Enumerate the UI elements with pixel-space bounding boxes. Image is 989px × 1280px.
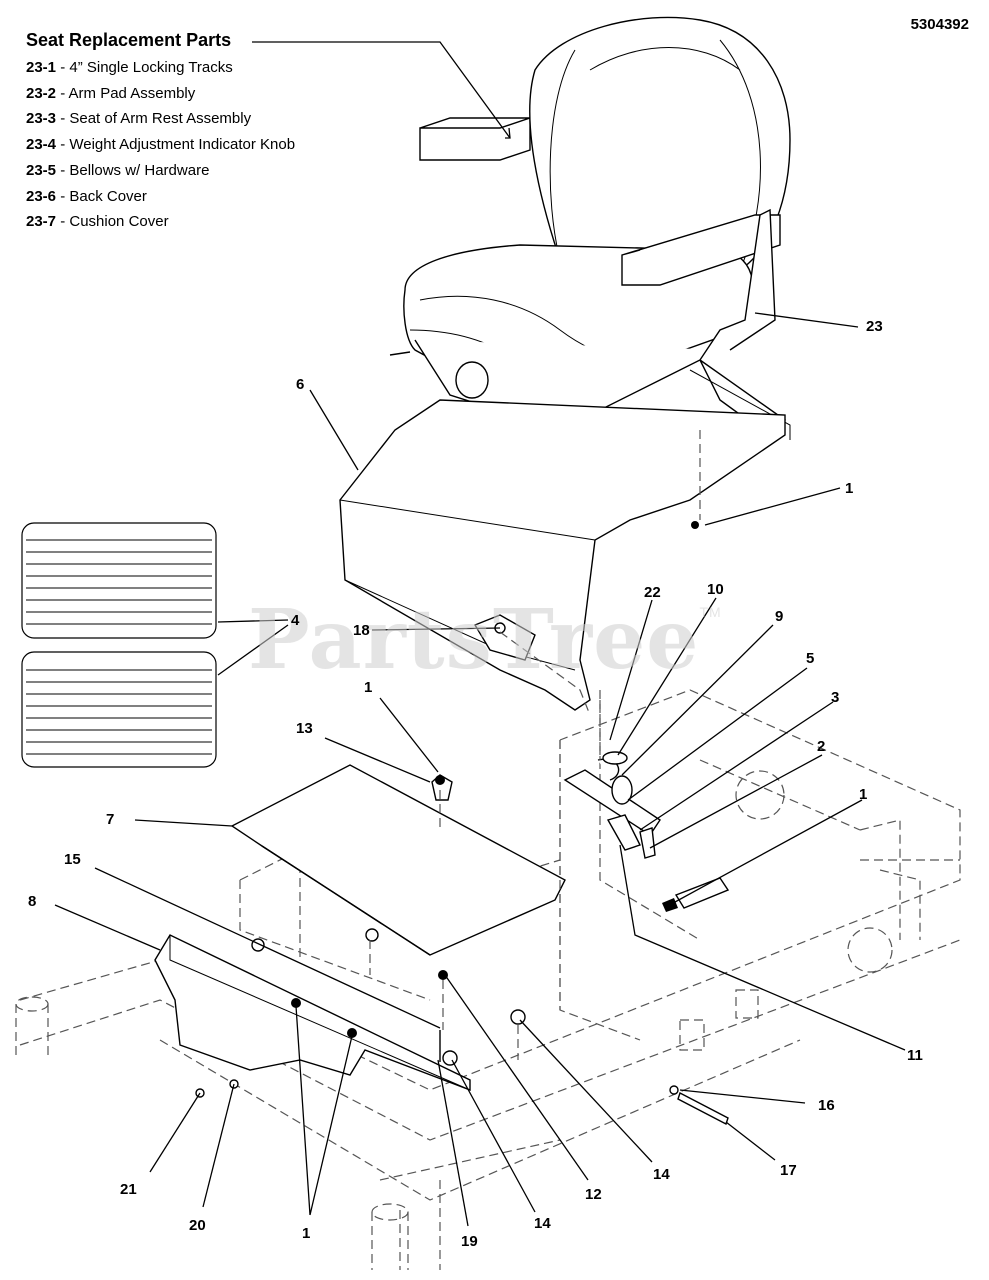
diagram-id: 5304392 (910, 16, 969, 33)
legend-title: Seat Replacement Parts (26, 30, 232, 50)
chassis-frame (15, 689, 961, 1270)
callout-6: 6 (296, 376, 305, 393)
callout-1: 1 (859, 786, 868, 803)
leader-lines (54, 41, 906, 1227)
callout-14: 14 (653, 1166, 670, 1183)
callout-17: 17 (780, 1162, 797, 1179)
legend-item: 23-6 - Back Cover (26, 187, 147, 205)
legend-item: 23-3 - Seat of Arm Rest Assembly (26, 110, 252, 128)
latch-spring-assembly (563, 751, 730, 912)
callout-7: 7 (106, 811, 115, 828)
callout-16: 16 (818, 1097, 835, 1114)
callout-18: 18 (353, 622, 370, 639)
seat-plate (230, 764, 566, 956)
cover-panel (339, 399, 786, 711)
callout-2: 2 (817, 738, 826, 755)
legend-item: 23-2 - Arm Pad Assembly (26, 84, 196, 102)
callout-20: 20 (189, 1217, 206, 1234)
callout-12: 12 (585, 1186, 602, 1203)
seat-assembly (389, 16, 791, 442)
callout-10: 10 (707, 581, 724, 598)
callout-1: 1 (845, 480, 854, 497)
callout-9: 9 (775, 608, 784, 625)
callout-21: 21 (120, 1181, 137, 1198)
callout-13: 13 (296, 720, 313, 737)
callout-5: 5 (806, 650, 815, 667)
hardware-fasteners (195, 430, 729, 1125)
watermark: PartsTreeTM (248, 592, 722, 688)
legend-item: 23-1 - 4” Single Locking Tracks (26, 59, 233, 76)
legend-item: 23-7 - Cushion Cover (26, 213, 169, 231)
replacement-parts-legend: Seat Replacement Parts 23-1 - 4” Single … (26, 30, 295, 235)
callout-23: 23 (866, 318, 883, 335)
callout-1: 1 (302, 1225, 311, 1242)
legend-item: 23-5 - Bellows w/ Hardware (26, 161, 210, 179)
mounting-bracket (154, 934, 471, 1092)
callout-1: 1 (364, 679, 373, 696)
callout-11: 11 (907, 1047, 923, 1064)
callout-14: 14 (534, 1215, 551, 1232)
callout-15: 15 (64, 851, 81, 868)
callout-3: 3 (831, 689, 840, 706)
callout-19: 19 (461, 1233, 478, 1250)
callout-22: 22 (644, 584, 661, 601)
legend-item: 23-4 - Weight Adjustment Indicator Knob (26, 136, 296, 154)
cushion-pad-stack (21, 522, 217, 768)
callout-8: 8 (28, 893, 37, 910)
callout-4: 4 (291, 612, 300, 629)
